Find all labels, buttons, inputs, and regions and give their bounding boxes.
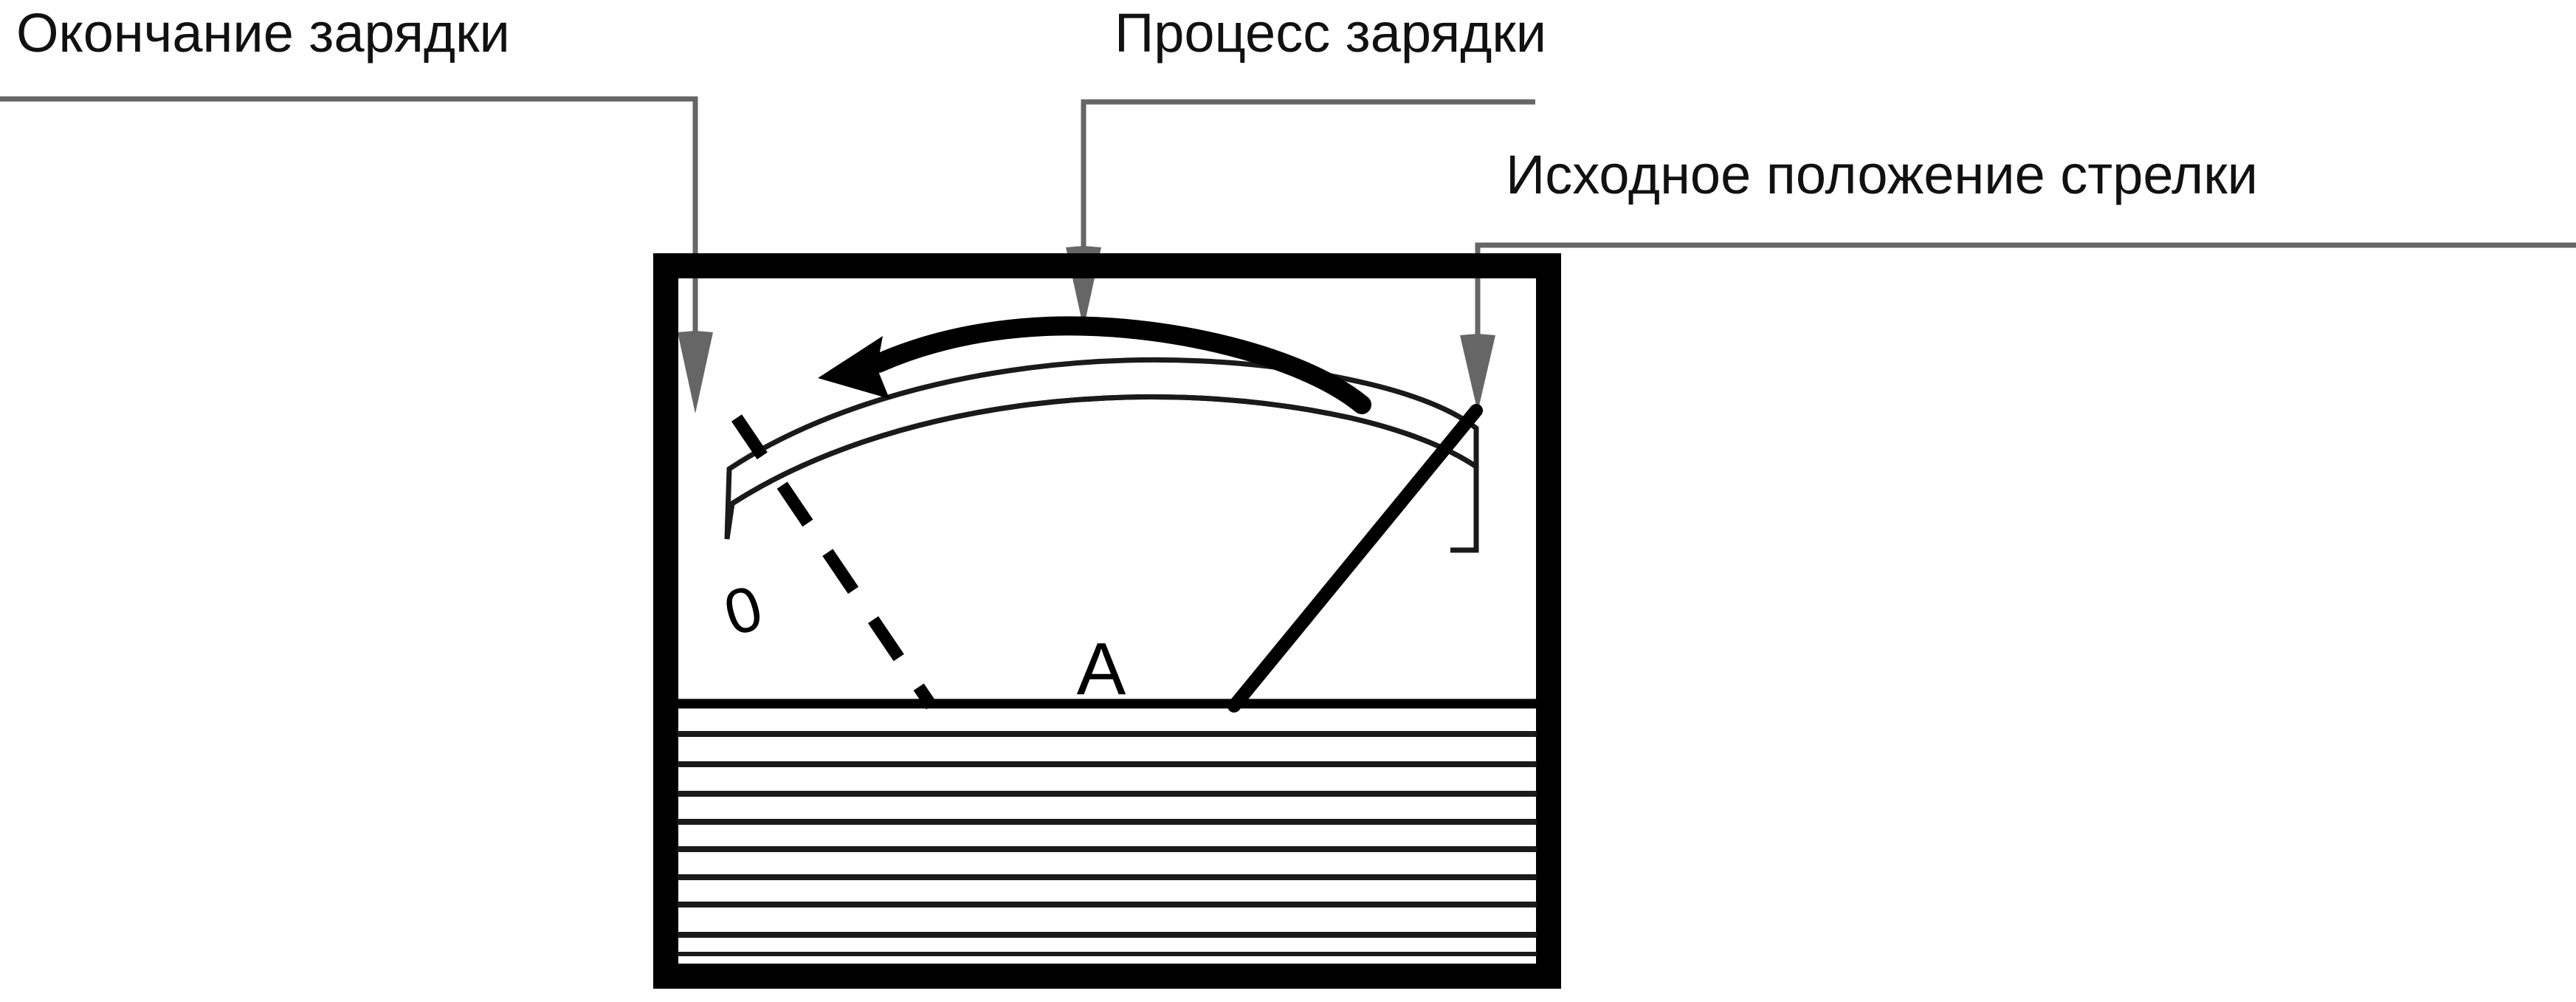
- callout-label-charging-process: Процесс зарядки: [1115, 2, 1547, 64]
- meter-scale-inner-arc: [731, 394, 1478, 506]
- solid-needle-initial-position: [1227, 404, 1483, 713]
- meter-frame: [653, 253, 1561, 989]
- meter-face: 0 A: [717, 316, 1483, 713]
- meter-vent-grille: [678, 731, 1537, 956]
- callout-label-initial-position: Исходное положение стрелки: [1506, 144, 2258, 205]
- leader-line-initial-position: [1460, 242, 2576, 412]
- scale-zero-label: 0: [717, 572, 770, 649]
- leader-line-charging-end: [0, 96, 713, 414]
- leader-line-charging-process: [1066, 99, 1535, 329]
- curved-motion-arrow: [818, 316, 1371, 414]
- scale-unit-label: A: [1077, 628, 1126, 710]
- dashed-needle-charging-end: [731, 414, 937, 710]
- callout-label-charging-end: Окончание зарядки: [16, 2, 510, 64]
- meter-scale-band-right-end: [1450, 428, 1479, 553]
